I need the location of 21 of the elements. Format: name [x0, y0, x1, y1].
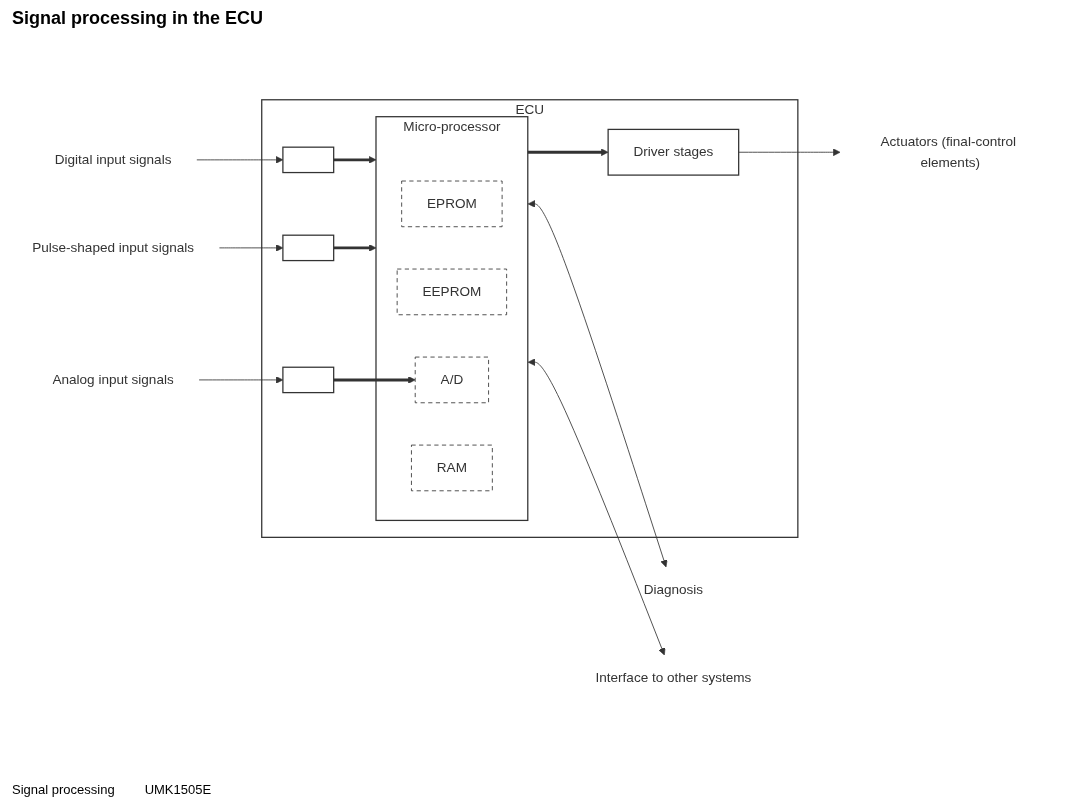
node-text: Pulse-shaped input signals: [32, 240, 195, 255]
note-text: Signal processing: [12, 782, 115, 797]
node-text: Actuators (final-control elements): [880, 134, 1017, 169]
node-text: Digital input signals: [54, 152, 172, 167]
arrow: [333, 243, 377, 252]
node-box: RAM: [411, 444, 493, 491]
note-text: UMK1505E: [144, 782, 212, 797]
node-box: [282, 366, 335, 393]
arrow: [527, 148, 609, 156]
node-box: [282, 234, 335, 261]
diagram-title: Signal processing in the ECU: [12, 8, 264, 29]
arrow: [333, 375, 416, 384]
node-text: Diagnosis: [643, 581, 704, 597]
node-box: EPROM: [401, 180, 503, 227]
node-text: Interface to other systems: [595, 669, 752, 685]
node-text: Analog input signals: [52, 372, 174, 387]
node-box: Driver stages: [607, 128, 740, 176]
node-box: A/D: [414, 356, 489, 403]
arrow: [333, 155, 377, 164]
node-box: [282, 146, 335, 173]
node-box: EEPROM: [396, 268, 508, 315]
